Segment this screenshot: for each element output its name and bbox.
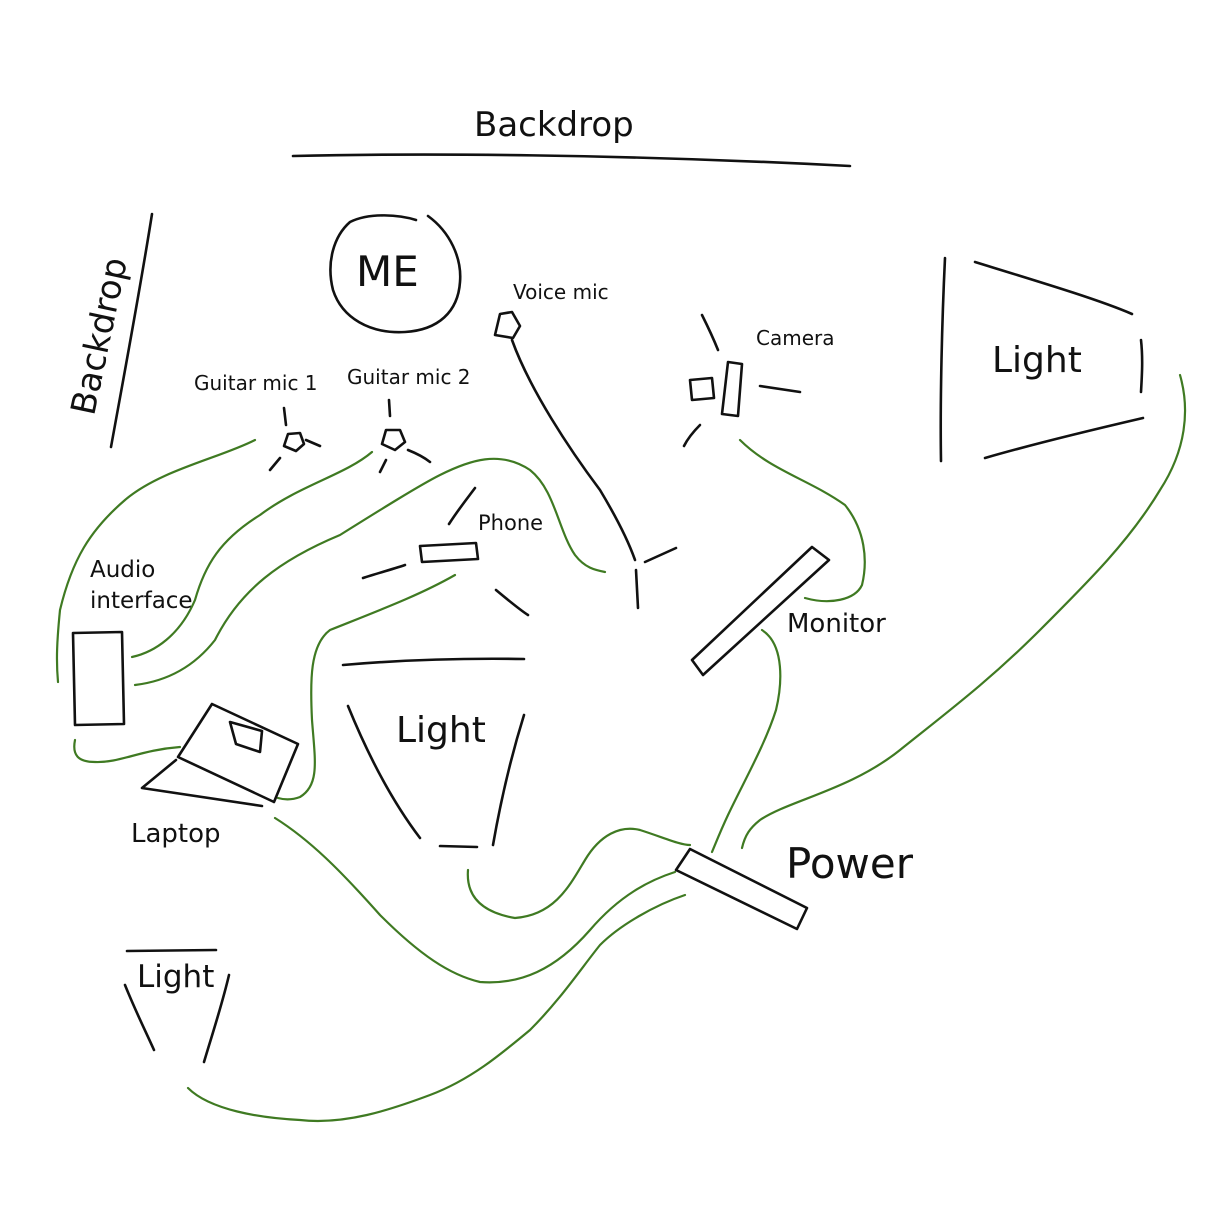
guitar-mic-1-leg-right xyxy=(304,438,322,448)
cable-center-light-to-power xyxy=(466,827,692,920)
backdrop-top-label: Backdrop xyxy=(474,105,634,145)
phone-label: Phone xyxy=(478,511,544,535)
phone-stand-up xyxy=(447,486,477,526)
monitor-label: Monitor xyxy=(787,609,886,639)
cable-bottom-left-light-to-power xyxy=(186,893,687,1123)
camera-lens xyxy=(688,376,716,402)
light-bottom-left-side-right xyxy=(202,973,231,1064)
sketch-lines xyxy=(71,153,1145,1064)
light-center-side-right xyxy=(491,713,526,847)
audio-interface-label-line-1: Audio xyxy=(90,557,156,583)
guitar-mic-1-label: Guitar mic 1 xyxy=(194,371,318,395)
guitar-mic-2-leg-down xyxy=(378,458,388,474)
me-label: ME xyxy=(356,247,419,296)
light-right-side-right xyxy=(1139,338,1144,394)
phone-body xyxy=(418,541,480,564)
cable-monitor-to-power xyxy=(710,628,782,854)
camera-tripod-leg-1 xyxy=(700,313,720,352)
me-circle xyxy=(329,214,462,334)
light-right-top xyxy=(973,260,1134,316)
guitar-mic-2-head xyxy=(380,428,407,452)
power-label: Power xyxy=(786,839,913,888)
laptop-screen-content xyxy=(228,720,264,754)
laptop-base xyxy=(140,758,264,808)
voice-mic-head xyxy=(493,310,522,340)
cable-guitar-mic-1-to-audio-interface xyxy=(55,438,257,684)
laptop-screen xyxy=(176,702,300,804)
camera-tripod-leg-2 xyxy=(758,384,802,394)
voice-mic-leg-2 xyxy=(643,546,678,564)
camera-tripod-leg-3 xyxy=(682,423,702,448)
voice-mic-leg-1 xyxy=(634,568,640,610)
light-right-bottom xyxy=(983,416,1145,460)
guitar-mic-2-leg-right xyxy=(406,448,432,464)
light-center-label: Light xyxy=(396,710,486,751)
guitar-mic-1-head xyxy=(282,431,306,453)
voice-mic-label: Voice mic xyxy=(513,280,609,304)
light-right-label: Light xyxy=(992,340,1082,381)
power-strip xyxy=(674,847,809,931)
light-center-side-left xyxy=(346,704,422,840)
laptop-label: Laptop xyxy=(131,819,221,849)
light-right-side-left xyxy=(939,256,947,463)
cable-laptop-to-power xyxy=(273,816,677,984)
audio-interface-box xyxy=(71,630,126,727)
audio-interface-label: Audio interface xyxy=(90,555,193,617)
light-center-top xyxy=(341,657,526,667)
cables xyxy=(55,373,1187,1123)
cable-audio-interface-to-laptop xyxy=(73,738,182,764)
light-center-bottom xyxy=(438,844,479,849)
cable-camera-to-monitor xyxy=(738,438,866,603)
backdrop-top-line xyxy=(291,153,852,168)
camera-label: Camera xyxy=(756,326,835,350)
guitar-mic-2-label: Guitar mic 2 xyxy=(347,365,471,389)
monitor-body xyxy=(690,545,831,677)
guitar-mic-1-leg-down xyxy=(268,456,282,472)
cable-guitar-mic-2-to-audio-interface xyxy=(130,450,374,659)
guitar-mic-1-leg-up xyxy=(282,406,288,427)
light-bottom-left-side-left xyxy=(123,983,156,1052)
camera-body xyxy=(720,360,744,418)
light-bottom-left-label: Light xyxy=(137,959,215,995)
voice-mic-stand xyxy=(510,338,637,562)
cable-right-light-to-power xyxy=(740,373,1187,850)
backdrop-left-line xyxy=(109,212,154,449)
light-bottom-left-top xyxy=(125,948,218,953)
guitar-mic-2-leg-up xyxy=(387,398,392,418)
phone-stand-left xyxy=(361,563,407,580)
cable-audio-interface-to-phone xyxy=(133,457,607,687)
audio-interface-label-line-2: interface xyxy=(90,588,193,614)
cable-phone-to-laptop xyxy=(276,573,457,801)
phone-stand-right xyxy=(494,588,530,617)
